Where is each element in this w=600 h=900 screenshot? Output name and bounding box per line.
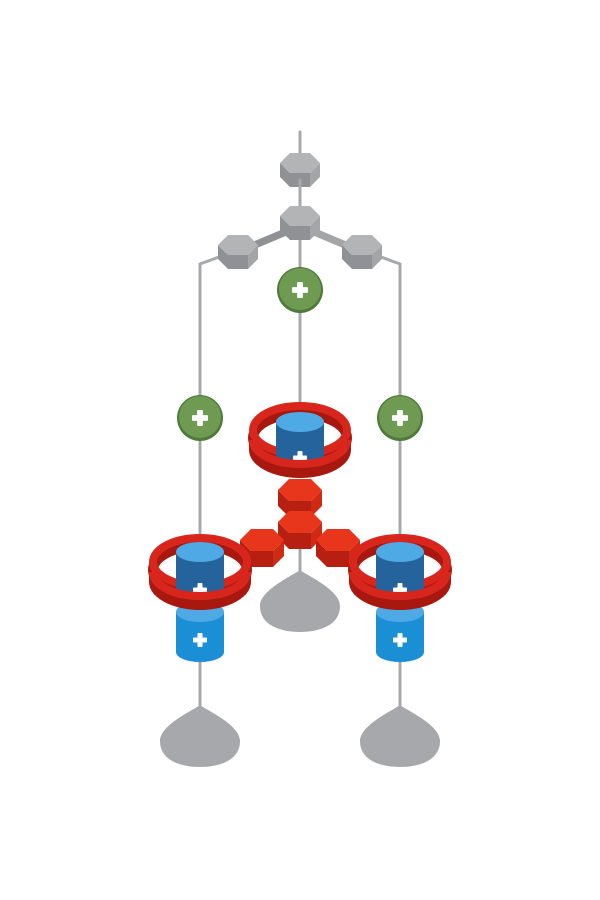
teardrop-weight-icon — [360, 705, 440, 767]
red-hex-left-top — [240, 529, 284, 551]
red-hex-left-side-front — [251, 551, 273, 567]
hub-hex-center-side-front — [290, 226, 310, 240]
green-node-left — [177, 395, 223, 441]
hub-hex-center-top — [280, 206, 320, 226]
lower-battery-right-base — [376, 642, 424, 662]
red-hex-center-side-right — [311, 522, 322, 549]
ring-center-front-top — [249, 439, 351, 468]
hub-hex-center-side-left — [280, 216, 290, 240]
ring-right-front-band — [349, 572, 451, 610]
ring-left-front — [149, 571, 251, 610]
hub-hex-left — [218, 235, 258, 269]
teardrop-weight-icon — [160, 705, 240, 767]
red-hex-right — [316, 529, 360, 567]
hub-hex-right-side-right — [372, 245, 382, 269]
hub-hex-top — [280, 153, 320, 187]
hub-hex-center — [280, 206, 320, 240]
plus-icon-v — [397, 633, 403, 647]
red-hex-center-top — [278, 511, 322, 533]
green-node-center — [277, 267, 323, 313]
lower-battery-left — [176, 602, 224, 662]
plus-circle-icon-v — [397, 410, 403, 426]
red-hex-right-side-left — [316, 540, 327, 567]
ringed-battery-center-cap — [276, 412, 324, 432]
red-hex-left-side-right — [273, 540, 284, 567]
hub-hex-right-side-left — [342, 245, 352, 269]
hub-hex-left-top — [218, 235, 258, 255]
hub-hex-left-side-left — [218, 245, 228, 269]
red-hex-top-top — [278, 479, 322, 501]
red-hex-center-side-left — [278, 522, 289, 549]
red-hex-center-side-front — [289, 533, 311, 549]
red-hex-top-side-left — [278, 490, 289, 517]
hub-hex-top-top — [280, 153, 320, 173]
ring-left-front-band — [149, 572, 251, 610]
hub-hex-top-side-left — [280, 163, 290, 187]
red-hex-right-top — [316, 529, 360, 551]
ring-center-front — [249, 439, 351, 478]
ringed-battery-right-cap — [376, 542, 424, 562]
weight-left — [160, 705, 240, 767]
red-hex-top-side-right — [311, 490, 322, 517]
red-hex-right-side-front — [327, 551, 349, 567]
ring-right-front — [349, 571, 451, 610]
lower-battery-left-base — [176, 642, 224, 662]
hub-hex-left-side-right — [248, 245, 258, 269]
green-node-right — [377, 395, 423, 441]
hub-hex-right — [342, 235, 382, 269]
hub-hex-top-side-right — [310, 163, 320, 187]
hub-hex-right-top — [342, 235, 382, 255]
teardrop-weight-icon — [260, 570, 340, 632]
ring-right-front-top — [349, 571, 451, 600]
plus-icon-v — [197, 633, 203, 647]
lower-battery-right — [376, 602, 424, 662]
ring-left-front-top — [149, 571, 251, 600]
hub-hex-left-side-front — [228, 255, 248, 269]
ringed-battery-left-cap — [176, 542, 224, 562]
plus-circle-icon-v — [297, 282, 303, 298]
hub-hex-center-side-right — [310, 216, 320, 240]
red-hex-center — [278, 511, 322, 549]
hub-hex-right-side-front — [352, 255, 372, 269]
weight-right — [360, 705, 440, 767]
weight-center — [260, 570, 340, 632]
ring-center-front-band — [249, 440, 351, 478]
plus-circle-icon-v — [197, 410, 203, 426]
